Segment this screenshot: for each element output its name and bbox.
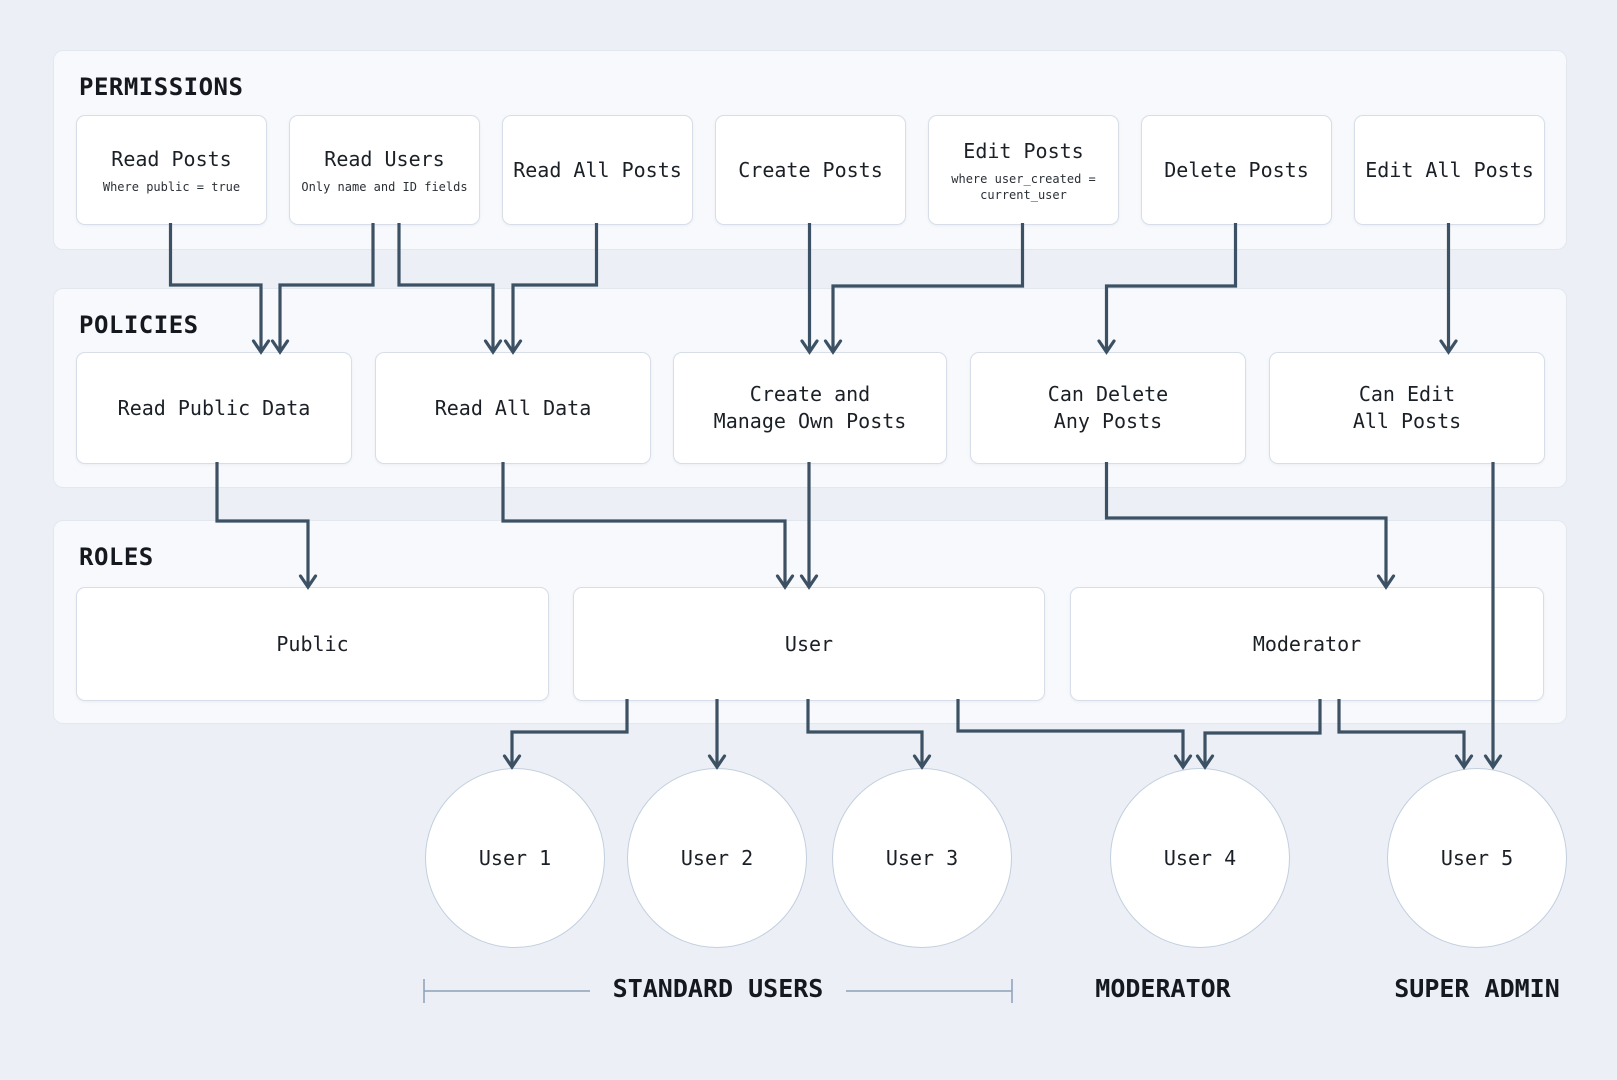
read-posts-label: Read Posts	[111, 146, 232, 171]
create-manage-own-posts-box: Create and Manage Own Posts	[673, 352, 947, 464]
user-4-circle: User 4	[1110, 768, 1290, 948]
group-label-moderator: MODERATOR	[1095, 974, 1231, 1003]
can-delete-any-posts-label: Can Delete Any Posts	[1047, 382, 1169, 433]
group-label-standard-users: STANDARD USERS	[612, 974, 824, 1003]
read-public-data-box: Read Public Data	[76, 352, 352, 464]
user-box: User	[573, 587, 1045, 701]
moderator-box: Moderator	[1070, 587, 1544, 701]
read-all-posts-label: Read All Posts	[513, 157, 682, 182]
delete-posts-box: Delete Posts	[1141, 115, 1332, 225]
can-edit-all-posts-box: Can Edit All Posts	[1269, 352, 1545, 464]
user-3-label: User 3	[885, 846, 959, 870]
delete-posts-label: Delete Posts	[1164, 157, 1309, 182]
edit-all-posts-box: Edit All Posts	[1354, 115, 1545, 225]
edit-posts-condition-label: where user_created = current_user	[951, 171, 1096, 202]
read-posts-condition-label: Where public = true	[102, 179, 241, 194]
public-label: Public	[276, 631, 349, 656]
read-all-data-label: Read All Data	[434, 395, 592, 420]
user-label: User	[784, 631, 834, 656]
group-label-super-admin: SUPER ADMIN	[1394, 974, 1560, 1003]
user-2-circle: User 2	[627, 768, 807, 948]
read-users-condition-label: Only name and ID fields	[301, 179, 468, 194]
read-all-data-box: Read All Data	[375, 352, 651, 464]
user-1-label: User 1	[478, 846, 552, 870]
user-5-label: User 5	[1440, 846, 1514, 870]
user-4-label: User 4	[1163, 846, 1237, 870]
can-delete-any-posts-box: Can Delete Any Posts	[970, 352, 1246, 464]
edit-all-posts-label: Edit All Posts	[1365, 157, 1534, 182]
edit-posts-label: Edit Posts	[963, 138, 1084, 163]
public-box: Public	[76, 587, 549, 701]
user-2-label: User 2	[680, 846, 754, 870]
edit-posts-box: Edit Posts where user_created = current_u…	[928, 115, 1119, 225]
read-all-posts-box: Read All Posts	[502, 115, 693, 225]
create-manage-own-posts-label: Create and Manage Own Posts	[713, 382, 907, 433]
create-posts-box: Create Posts	[715, 115, 906, 225]
roles-section-title: ROLES	[79, 543, 154, 571]
create-posts-label: Create Posts	[738, 157, 883, 182]
user-3-circle: User 3	[832, 768, 1012, 948]
read-public-data-label: Read Public Data	[117, 395, 311, 420]
can-edit-all-posts-label: Can Edit All Posts	[1352, 382, 1462, 433]
moderator-label: Moderator	[1252, 631, 1362, 656]
policies-section-title: POLICIES	[79, 311, 199, 339]
user-5-circle: User 5	[1387, 768, 1567, 948]
permissions-section-title: PERMISSIONS	[79, 73, 244, 101]
user-1-circle: User 1	[425, 768, 605, 948]
read-users-label: Read Users	[324, 146, 445, 171]
